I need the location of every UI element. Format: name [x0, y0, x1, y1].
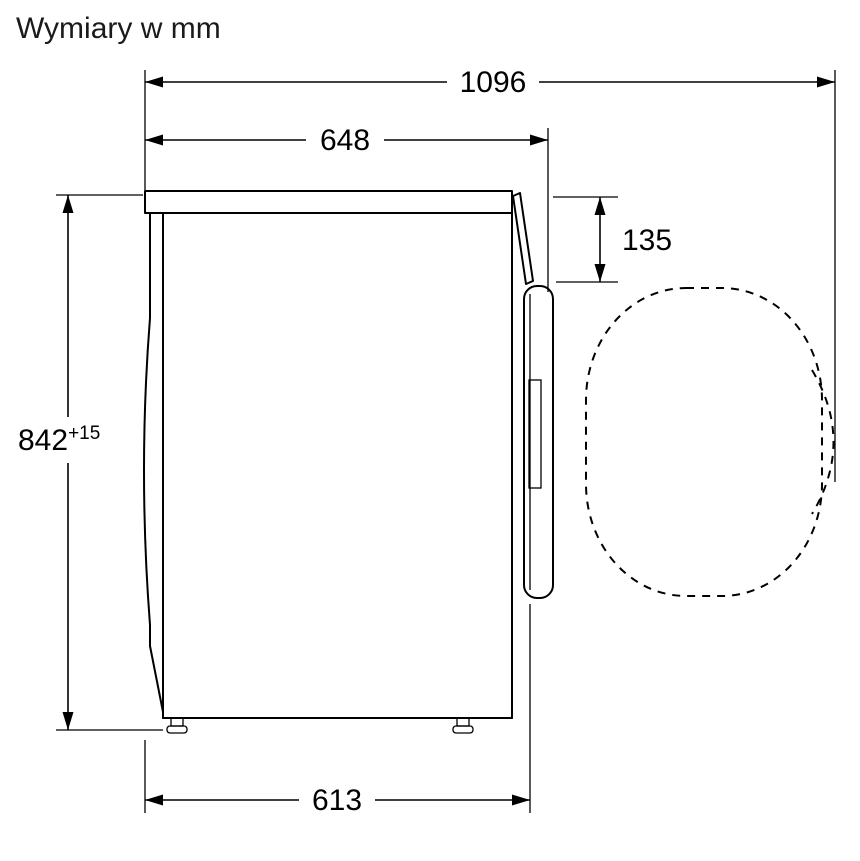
door-open-edge-arc: [811, 369, 835, 515]
arrow-right-icon: [530, 134, 548, 146]
arrow-down-icon: [594, 264, 606, 282]
arrow-left-icon: [145, 76, 163, 88]
machine-drawing: [143, 190, 835, 734]
dimension-1096: 1096: [145, 66, 835, 99]
diagram-title: Wymiary w mm: [16, 12, 221, 45]
foot-right-pad: [452, 725, 474, 734]
foot-right: [452, 717, 474, 734]
foot-right-stem: [456, 717, 470, 727]
arrow-right-icon: [512, 794, 530, 806]
arrow-right-icon: [817, 76, 835, 88]
door-side-profile: [523, 285, 554, 599]
dim-842-label: 842+15: [18, 423, 100, 457]
dimension-648: 648: [145, 124, 548, 157]
dim-613-label: 613: [312, 784, 362, 817]
dimension-842: 842+15: [18, 195, 100, 730]
arrow-up-icon: [62, 195, 74, 213]
machine-back-cover-profile: [143, 212, 164, 713]
control-panel-fascia: [512, 192, 534, 285]
door-open-swing-outline: [585, 287, 823, 597]
foot-left: [166, 717, 188, 734]
dim-135-label: 135: [622, 224, 672, 257]
arrow-down-icon: [62, 712, 74, 730]
arrow-up-icon: [594, 197, 606, 215]
dimension-135: 135: [594, 197, 672, 282]
dim-842-value: 842: [18, 424, 68, 457]
arrow-left-icon: [145, 794, 163, 806]
machine-top-lid: [144, 190, 513, 214]
dim-842-tolerance: +15: [68, 423, 100, 444]
foot-left-pad: [166, 725, 188, 734]
extension-lines: [56, 70, 836, 813]
arrow-left-icon: [145, 134, 163, 146]
dim-648-label: 648: [320, 124, 370, 157]
foot-left-stem: [170, 717, 184, 727]
dimension-613: 613: [145, 784, 530, 817]
dim-1096-label: 1096: [460, 66, 527, 99]
door-hinge-plate: [528, 379, 542, 489]
